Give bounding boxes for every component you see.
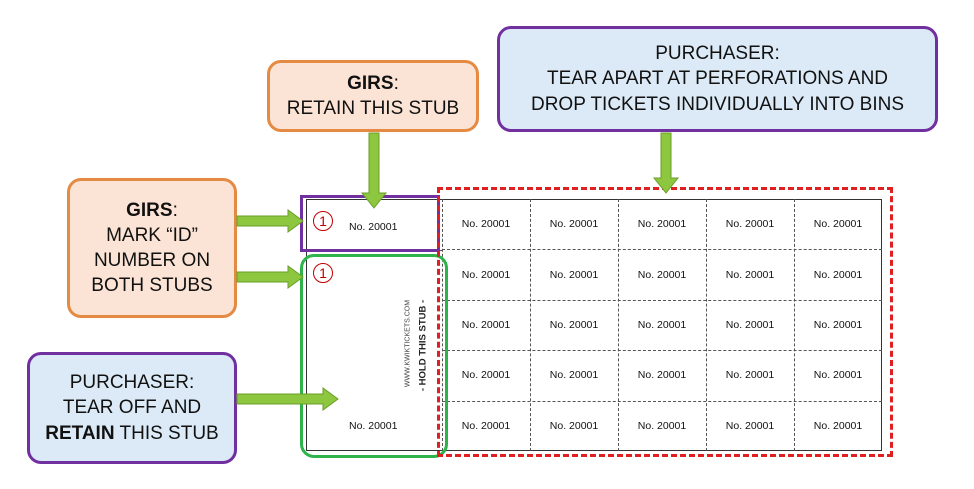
callout-girs-retain-text: RETAIN THIS STUB — [286, 98, 460, 119]
callout-girs-retain: GIRS: RETAIN THIS STUB — [267, 60, 479, 132]
grid-perforation-horizontal — [442, 350, 882, 352]
ticket-cell: No. 20001 — [461, 318, 511, 331]
ticket-cell: No. 20001 — [461, 419, 511, 432]
ticket-cell: No. 20001 — [549, 318, 599, 331]
ticket-cell: No. 20001 — [637, 318, 687, 331]
bottom-stub-number: No. 20001 — [349, 420, 398, 432]
ticket-sheet — [306, 199, 882, 451]
ticket-cell: No. 20001 — [549, 369, 599, 382]
ticket-cell: No. 20001 — [813, 268, 863, 281]
callout-purchaser-retain-label: PURCHASER: — [69, 372, 195, 394]
ticket-cell: No. 20001 — [725, 419, 775, 432]
ticket-cell: No. 20001 — [813, 218, 863, 231]
ticket-cell: No. 20001 — [813, 369, 863, 382]
highlight-bottom-stub — [300, 254, 448, 458]
ticket-cell: No. 20001 — [637, 419, 687, 432]
ticket-cell: No. 20001 — [813, 318, 863, 331]
ticket-cell: No. 20001 — [549, 419, 599, 432]
stub-perforation-vertical — [442, 199, 443, 451]
grid-perforation-vertical — [530, 199, 531, 451]
callout-purchaser-retain-line3: RETAIN THIS STUB — [45, 422, 219, 444]
callout-girs-mark-line2: MARK “ID” — [106, 224, 198, 246]
ticket-cell: No. 20001 — [637, 218, 687, 231]
callout-purchaser-label: PURCHASER: — [655, 43, 780, 65]
grid-perforation-vertical — [706, 199, 707, 451]
callout-girs-mark-line4: BOTH STUBS — [91, 275, 213, 297]
ticket-cell: No. 20001 — [725, 268, 775, 281]
ticket-cell: No. 20001 — [549, 218, 599, 231]
callout-girs-mark-title: GIRS: — [126, 199, 178, 221]
ticket-cell: No. 20001 — [813, 419, 863, 432]
ticket-cell: No. 20001 — [461, 218, 511, 231]
ticket-cell: No. 20001 — [461, 369, 511, 382]
ticket-cell: No. 20001 — [725, 318, 775, 331]
grid-perforation-vertical — [794, 199, 795, 451]
ticket-cell: No. 20001 — [637, 369, 687, 382]
arrow-right-top-stub — [236, 209, 304, 233]
arrow-right-bottom-stub — [236, 265, 304, 289]
grid-perforation-vertical — [618, 199, 619, 451]
id-marker-top: 1 — [313, 211, 333, 231]
callout-girs-mark-line3: NUMBER ON — [93, 250, 211, 271]
grid-perforation-horizontal — [442, 249, 882, 251]
callout-purchaser-tear-apart: PURCHASER: TEAR APART AT PERFORATIONS AN… — [497, 26, 938, 132]
ticket-cell: No. 20001 — [461, 268, 511, 281]
ticket-cell: No. 20001 — [725, 218, 775, 231]
callout-purchaser-retain: PURCHASER: TEAR OFF AND RETAIN THIS STUB — [27, 352, 237, 464]
top-stub-number: No. 20001 — [349, 221, 398, 233]
highlight-tickets-area — [437, 187, 893, 457]
ticket-cell: No. 20001 — [637, 268, 687, 281]
callout-girs-retain-title: GIRS: — [347, 72, 399, 94]
grid-perforation-horizontal — [442, 400, 882, 402]
arrow-down-purchaser — [652, 132, 680, 194]
grid-perforation-horizontal — [442, 299, 882, 301]
callout-tear-apart-text: TEAR APART AT PERFORATIONS AND — [546, 68, 889, 90]
callout-purchaser-retain-line2: TEAR OFF AND — [62, 397, 202, 419]
ticket-cell: No. 20001 — [725, 369, 775, 382]
callout-girs-mark-id: GIRS: MARK “ID” NUMBER ON BOTH STUBS — [67, 178, 237, 318]
id-marker-bottom: 1 — [313, 263, 333, 283]
ticket-cell: No. 20001 — [549, 268, 599, 281]
callout-drop-tickets-text: DROP TICKETS INDIVIDUALLY INTO BINS — [530, 93, 905, 115]
